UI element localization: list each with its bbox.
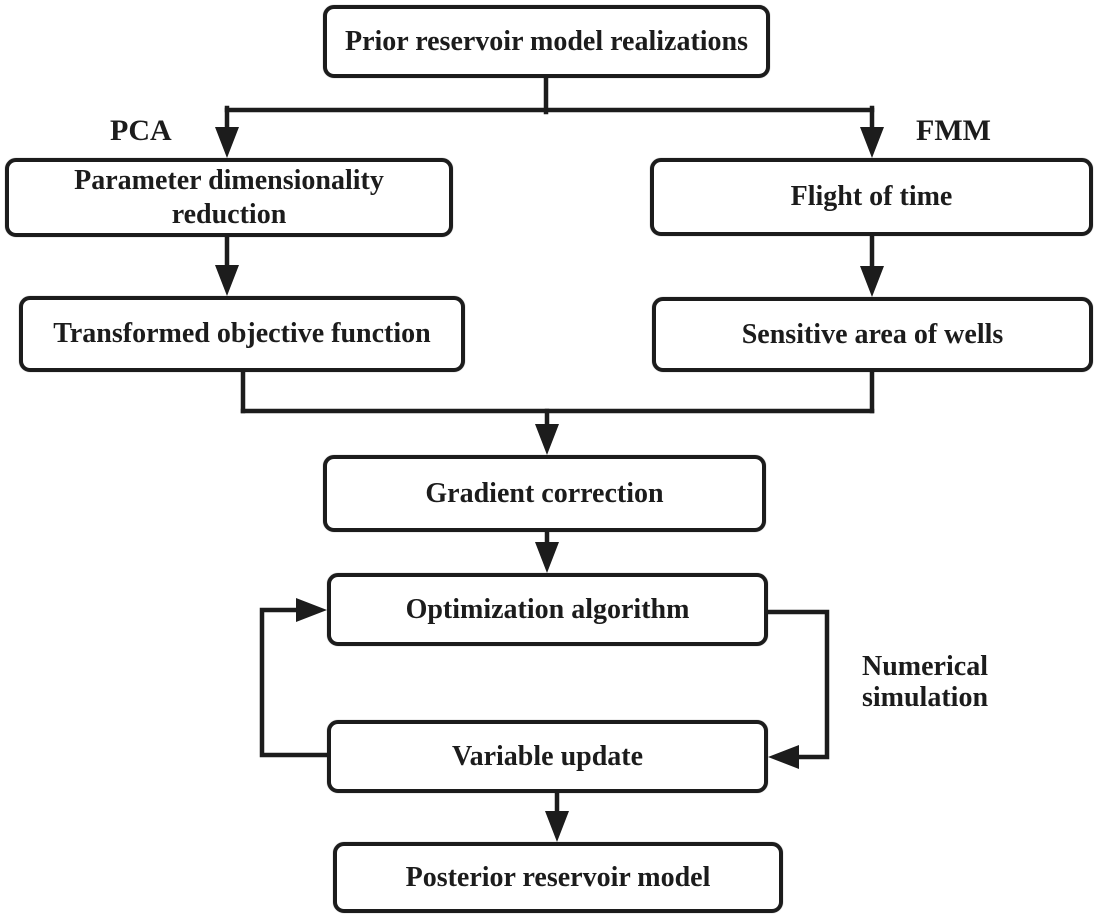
arrowhead-loop-into-optimization [296,598,327,622]
arrowhead-into-optimization [535,542,559,573]
node-label: Posterior reservoir model [405,861,711,893]
edge-label-numerical-simulation: Numerical simulation [861,651,989,714]
node-transformed-objective-function: Transformed objective function [19,296,465,372]
edge-label-fmm: FMM [916,114,991,147]
edge-loop-left [259,607,330,758]
arrowhead-into-param-reduction [215,127,239,158]
node-label: Sensitive area of wells [741,318,1004,350]
node-posterior-reservoir-model: Posterior reservoir model [333,842,783,913]
node-sensitive-area-of-wells: Sensitive area of wells [652,297,1093,372]
node-prior-reservoir-realizations: Prior reservoir model realizations [323,5,770,78]
arrowhead-into-gradient [535,424,559,455]
node-label: Variable update [451,740,644,772]
node-variable-update: Variable update [327,720,768,793]
arrowhead-into-sensitive [860,266,884,297]
node-label: Transformed objective function [53,318,431,350]
node-label: Optimization algorithm [405,593,690,625]
node-gradient-correction: Gradient correction [323,455,766,532]
node-parameter-dimensionality-reduction: Parameter dimensionality reduction [5,158,453,237]
arrowhead-into-posterior [545,811,569,842]
edge-label-pca: PCA [110,114,172,147]
arrowhead-loop-into-variable-update [768,745,799,769]
arrowhead-into-flight-of-time [860,127,884,158]
arrowhead-into-transformed [215,265,239,296]
node-label: Parameter dimensionality reduction [74,165,384,230]
node-label: Flight of time [790,181,953,213]
node-optimization-algorithm: Optimization algorithm [327,573,768,646]
node-label: Prior reservoir model realizations [344,25,749,57]
node-flight-of-time: Flight of time [650,158,1093,236]
node-label: Gradient correction [425,477,664,509]
edge-loop-right [765,609,830,760]
